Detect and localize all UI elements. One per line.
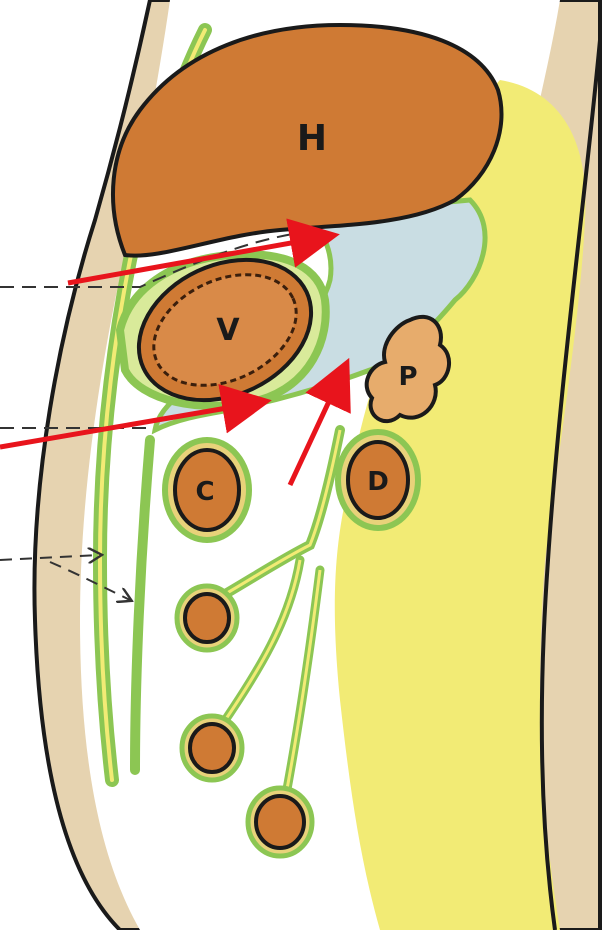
label-p: P	[398, 362, 417, 392]
intestine-loop-2	[190, 724, 234, 772]
label-h: H	[297, 118, 327, 159]
intestine-loop-3	[256, 796, 304, 848]
label-c: C	[195, 477, 214, 507]
intestine-loop-1	[185, 594, 229, 642]
label-v: V	[216, 313, 240, 348]
label-d: D	[367, 467, 389, 497]
